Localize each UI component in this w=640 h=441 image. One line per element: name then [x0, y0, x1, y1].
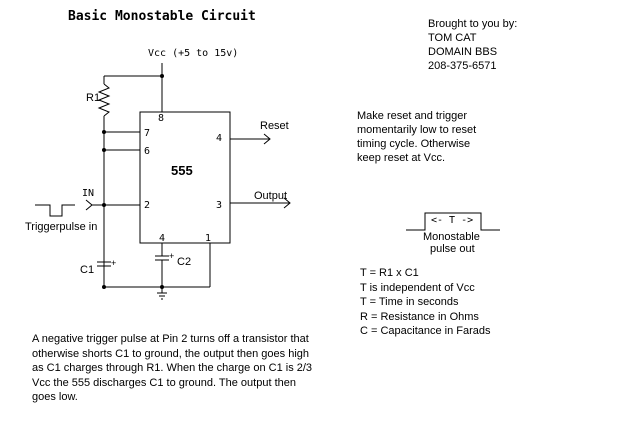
vcc-label: Vcc (+5 to 15v) — [148, 48, 238, 59]
node-dot — [102, 203, 106, 207]
note-line: keep reset at Vcc. — [357, 152, 446, 164]
r1-label: R1 — [86, 92, 100, 104]
node-dot — [160, 74, 164, 78]
note-line: momentarily low to reset — [357, 124, 477, 136]
reset-trigger-note: Make reset and trigger momentarily low t… — [357, 109, 476, 165]
formula-line: T = R1 x C1 — [360, 267, 419, 279]
pin-label: 8 — [158, 113, 164, 124]
pulse-inner-label: <- T -> — [431, 215, 473, 226]
trigger-label: Triggerpulse in — [25, 221, 97, 233]
node-dot — [102, 148, 106, 152]
c2-label: C2 — [177, 256, 191, 268]
chip-555-body — [139, 111, 231, 244]
in-label: IN — [82, 188, 94, 199]
credits-line: DOMAIN BBS — [428, 46, 498, 58]
credits-line: 208-375-6571 — [428, 60, 497, 72]
description-line: otherwise shorts C1 to ground, the outpu… — [32, 347, 310, 360]
description-line: as C1 charges through R1. When the charg… — [32, 362, 313, 374]
note-line: Make reset and trigger — [357, 110, 468, 122]
description-line: goes low. — [32, 391, 78, 403]
formula-line: R = Resistance in Ohms — [360, 310, 479, 323]
description-line: Vcc the 555 discharges C1 to ground. The… — [32, 376, 296, 389]
formula-line: C = Capacitance in Farads — [360, 325, 491, 337]
monostable-pulse — [406, 212, 500, 231]
node-dot — [102, 285, 106, 289]
c2-plus-sign: + — [169, 251, 174, 261]
pin-label: 2 — [144, 200, 150, 211]
trigger-waveform — [35, 204, 75, 217]
reset-label: Reset — [260, 120, 289, 132]
c1-plus-sign: + — [111, 258, 116, 268]
chip-label: 555 — [171, 163, 193, 178]
output-arrow — [283, 197, 291, 209]
c1-label: C1 — [80, 264, 94, 276]
node-dot — [160, 285, 164, 289]
note-line: timing cycle. Otherwise — [357, 138, 471, 150]
reset-arrow — [263, 133, 271, 145]
credits-line: TOM CAT — [428, 32, 477, 44]
pin-label: 3 — [216, 200, 222, 211]
output-label: Output — [254, 190, 287, 202]
pulse-caption: Monostable — [423, 231, 480, 243]
credits-block: Brought to you by: TOM CAT DOMAIN BBS 20… — [428, 17, 517, 73]
node-dot — [102, 130, 106, 134]
credits-line: Brought to you by: — [428, 18, 518, 30]
pin-label: 7 — [144, 128, 150, 139]
formula-line: T is independent of Vcc — [360, 281, 475, 294]
page-title: Basic Monostable Circuit — [68, 9, 256, 24]
pin-label: 4 — [216, 133, 222, 144]
pin-label: 4 — [159, 233, 165, 244]
pin-label: 1 — [205, 233, 211, 244]
formula-line: T = Time in seconds — [360, 296, 459, 308]
formulas-block: T = R1 x C1 T is independent of Vcc T = … — [360, 266, 491, 339]
r1-resistor — [97, 83, 111, 117]
description-line: A negative trigger pulse at Pin 2 turns … — [32, 333, 309, 345]
description-block: A negative trigger pulse at Pin 2 turns … — [32, 332, 312, 405]
pulse-caption: pulse out — [430, 243, 475, 255]
input-arrow — [85, 199, 93, 211]
pin-label: 6 — [144, 146, 150, 157]
